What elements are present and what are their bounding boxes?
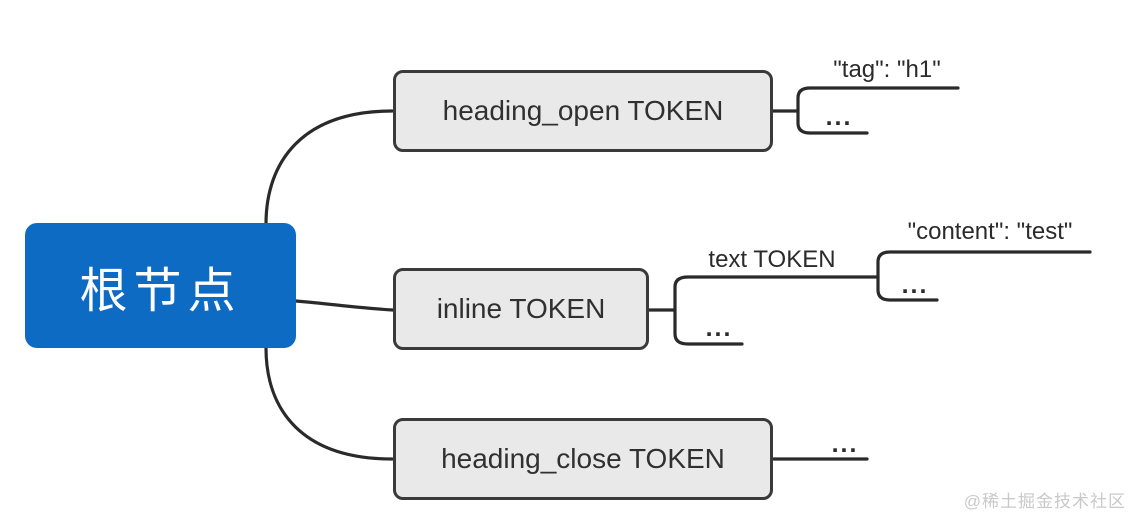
- watermark: @稀土掘金技术社区: [963, 492, 1126, 511]
- node-heading-open-label: heading_open TOKEN: [442, 95, 724, 126]
- node-heading-open-token: heading_open TOKEN: [393, 70, 773, 152]
- bracket-inline-children: [673, 275, 880, 346]
- leaf-heading-open-ellipsis: ...: [825, 103, 853, 131]
- node-heading-close-token: heading_close TOKEN: [393, 418, 773, 500]
- bracket-heading-open-children: [796, 86, 960, 135]
- leaf-text-token: text TOKEN: [708, 246, 836, 273]
- edge-root-to-heading-open: [264, 109, 394, 226]
- root-node: 根节点: [25, 223, 296, 348]
- leaf-heading-close-ellipsis: ...: [831, 430, 859, 458]
- node-inline-token: inline TOKEN: [393, 268, 649, 350]
- edge-root-to-inline: [294, 299, 395, 312]
- leaf-tag-h1: "tag": "h1": [833, 56, 941, 83]
- leaf-content-test: "content": "test": [907, 218, 1073, 245]
- bracket-text-token-children: [876, 250, 1092, 302]
- leaf-inline-ellipsis: ...: [705, 314, 733, 342]
- node-heading-close-label: heading_close TOKEN: [441, 443, 725, 474]
- leaf-text-token-ellipsis: ...: [901, 271, 929, 299]
- edge-root-to-heading-close: [264, 346, 394, 461]
- node-inline-label: inline TOKEN: [436, 293, 606, 324]
- root-node-label: 根节点: [79, 264, 242, 318]
